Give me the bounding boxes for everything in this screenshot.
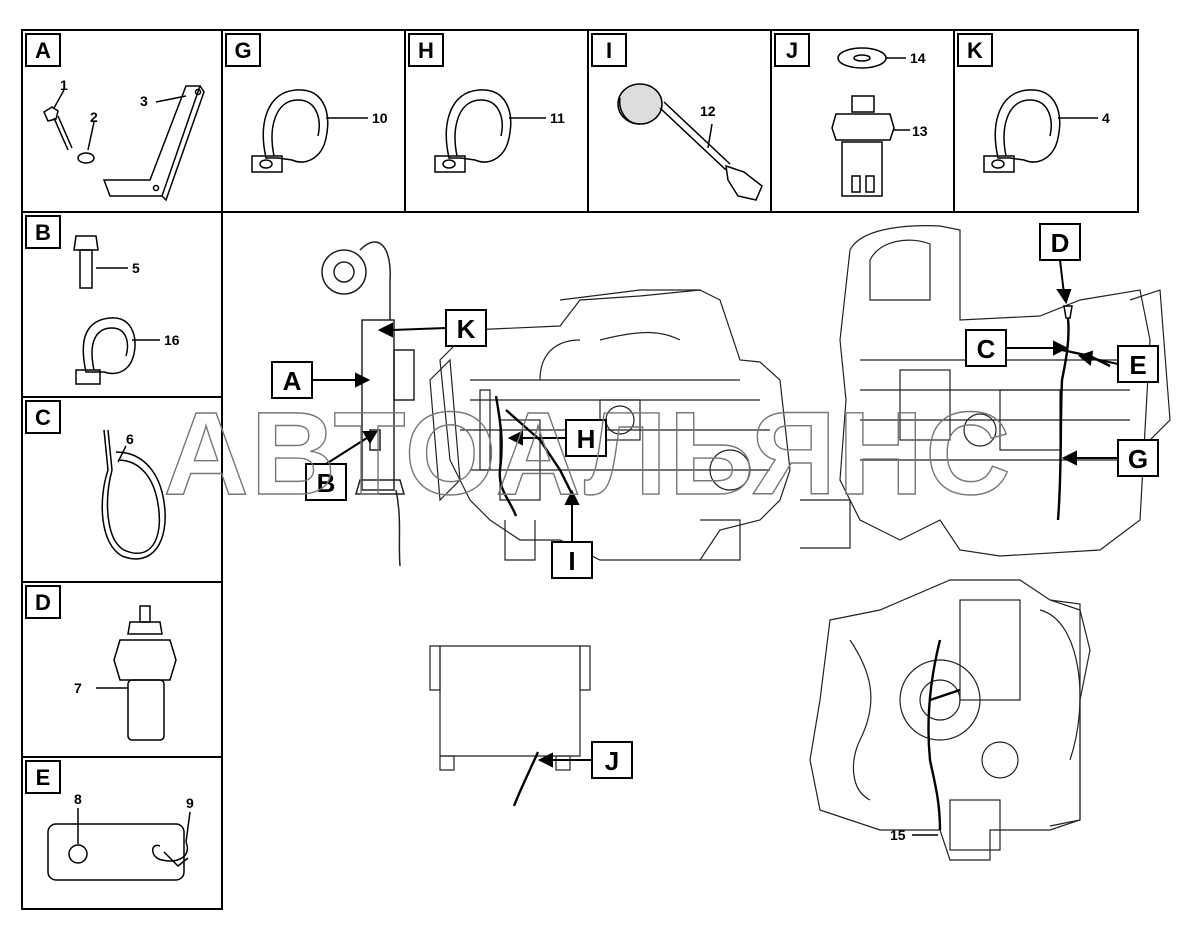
part-4-label: 4: [1102, 110, 1110, 126]
part-2-label: 2: [90, 109, 98, 125]
callout-a: A: [283, 366, 302, 396]
sensor-d-icon: [1063, 305, 1073, 319]
part-1-label: 1: [60, 77, 68, 93]
panel-j-letter: J: [786, 38, 798, 63]
panel-i-sensor-cable-icon: [617, 83, 763, 201]
callout-k: K: [457, 314, 476, 344]
callout-b: B: [317, 468, 336, 498]
panel-e-letter: E: [36, 765, 51, 790]
panel-e-plate-icon: [47, 808, 191, 881]
part-8-label: 8: [74, 791, 82, 807]
part-7-label: 7: [74, 680, 82, 696]
bolt-head-icon: [43, 106, 59, 122]
radiator-panel: [429, 645, 591, 771]
callout-c: C: [977, 334, 996, 364]
clamp-k-icon: [983, 89, 1098, 173]
panel-i-letter: I: [606, 38, 612, 63]
clamp-h-icon: [434, 89, 546, 173]
panel-h-letter: H: [418, 38, 434, 63]
sensor-j-wire: [512, 751, 540, 807]
wiring-harness-front: [494, 395, 574, 517]
callout-i: I: [568, 546, 575, 576]
part-12-label: 12: [700, 103, 716, 119]
clamp-16-icon: [82, 317, 136, 375]
panel-d-letter: D: [35, 590, 51, 615]
wiring-harness-rear: [927, 639, 961, 831]
callout-d: D: [1051, 228, 1070, 258]
panel-g-letter: G: [234, 38, 251, 63]
engine-front-view: [429, 289, 791, 561]
panel-b-letter: B: [35, 220, 51, 245]
panel-j-sensor-icon: [831, 47, 910, 197]
part-14-label: 14: [910, 50, 926, 66]
watermark: АВТОАЛЬЯНС: [164, 388, 1013, 520]
part-13-label: 13: [912, 123, 928, 139]
part-15-label: 15: [890, 827, 906, 843]
engine-rear-view: [809, 579, 1091, 861]
bracket-icon: [102, 85, 202, 197]
panel-k-letter: K: [967, 38, 983, 63]
panel-k-frame: [953, 29, 1139, 213]
leader-lines: [312, 259, 1119, 768]
part-6-label: 6: [126, 431, 134, 447]
hex-bolt-icon: [73, 235, 99, 251]
callout-g: G: [1128, 444, 1148, 474]
part-10-label: 10: [372, 110, 388, 126]
callout-h: H: [577, 424, 596, 454]
panel-a-parts: [43, 85, 205, 202]
panel-e-frame: [21, 756, 223, 910]
callout-j: J: [605, 746, 619, 776]
washer-icon: [77, 152, 95, 164]
part-16-label: 16: [164, 332, 180, 348]
tie-9-icon: [152, 841, 189, 862]
cable-tie-icon: [101, 429, 166, 560]
temperature-sensor-icon: [96, 605, 177, 741]
panel-b-parts: [73, 235, 160, 385]
part-11-label: 11: [550, 110, 565, 126]
clamp-g-icon: [251, 89, 368, 173]
callout-e: E: [1129, 350, 1146, 380]
panel-c-letter: C: [35, 405, 51, 430]
part-9-label: 9: [186, 795, 194, 811]
part-5-label: 5: [132, 260, 140, 276]
part-3-label: 3: [140, 93, 148, 109]
panel-a-letter: A: [35, 38, 51, 63]
cooler-column: [321, 241, 415, 567]
